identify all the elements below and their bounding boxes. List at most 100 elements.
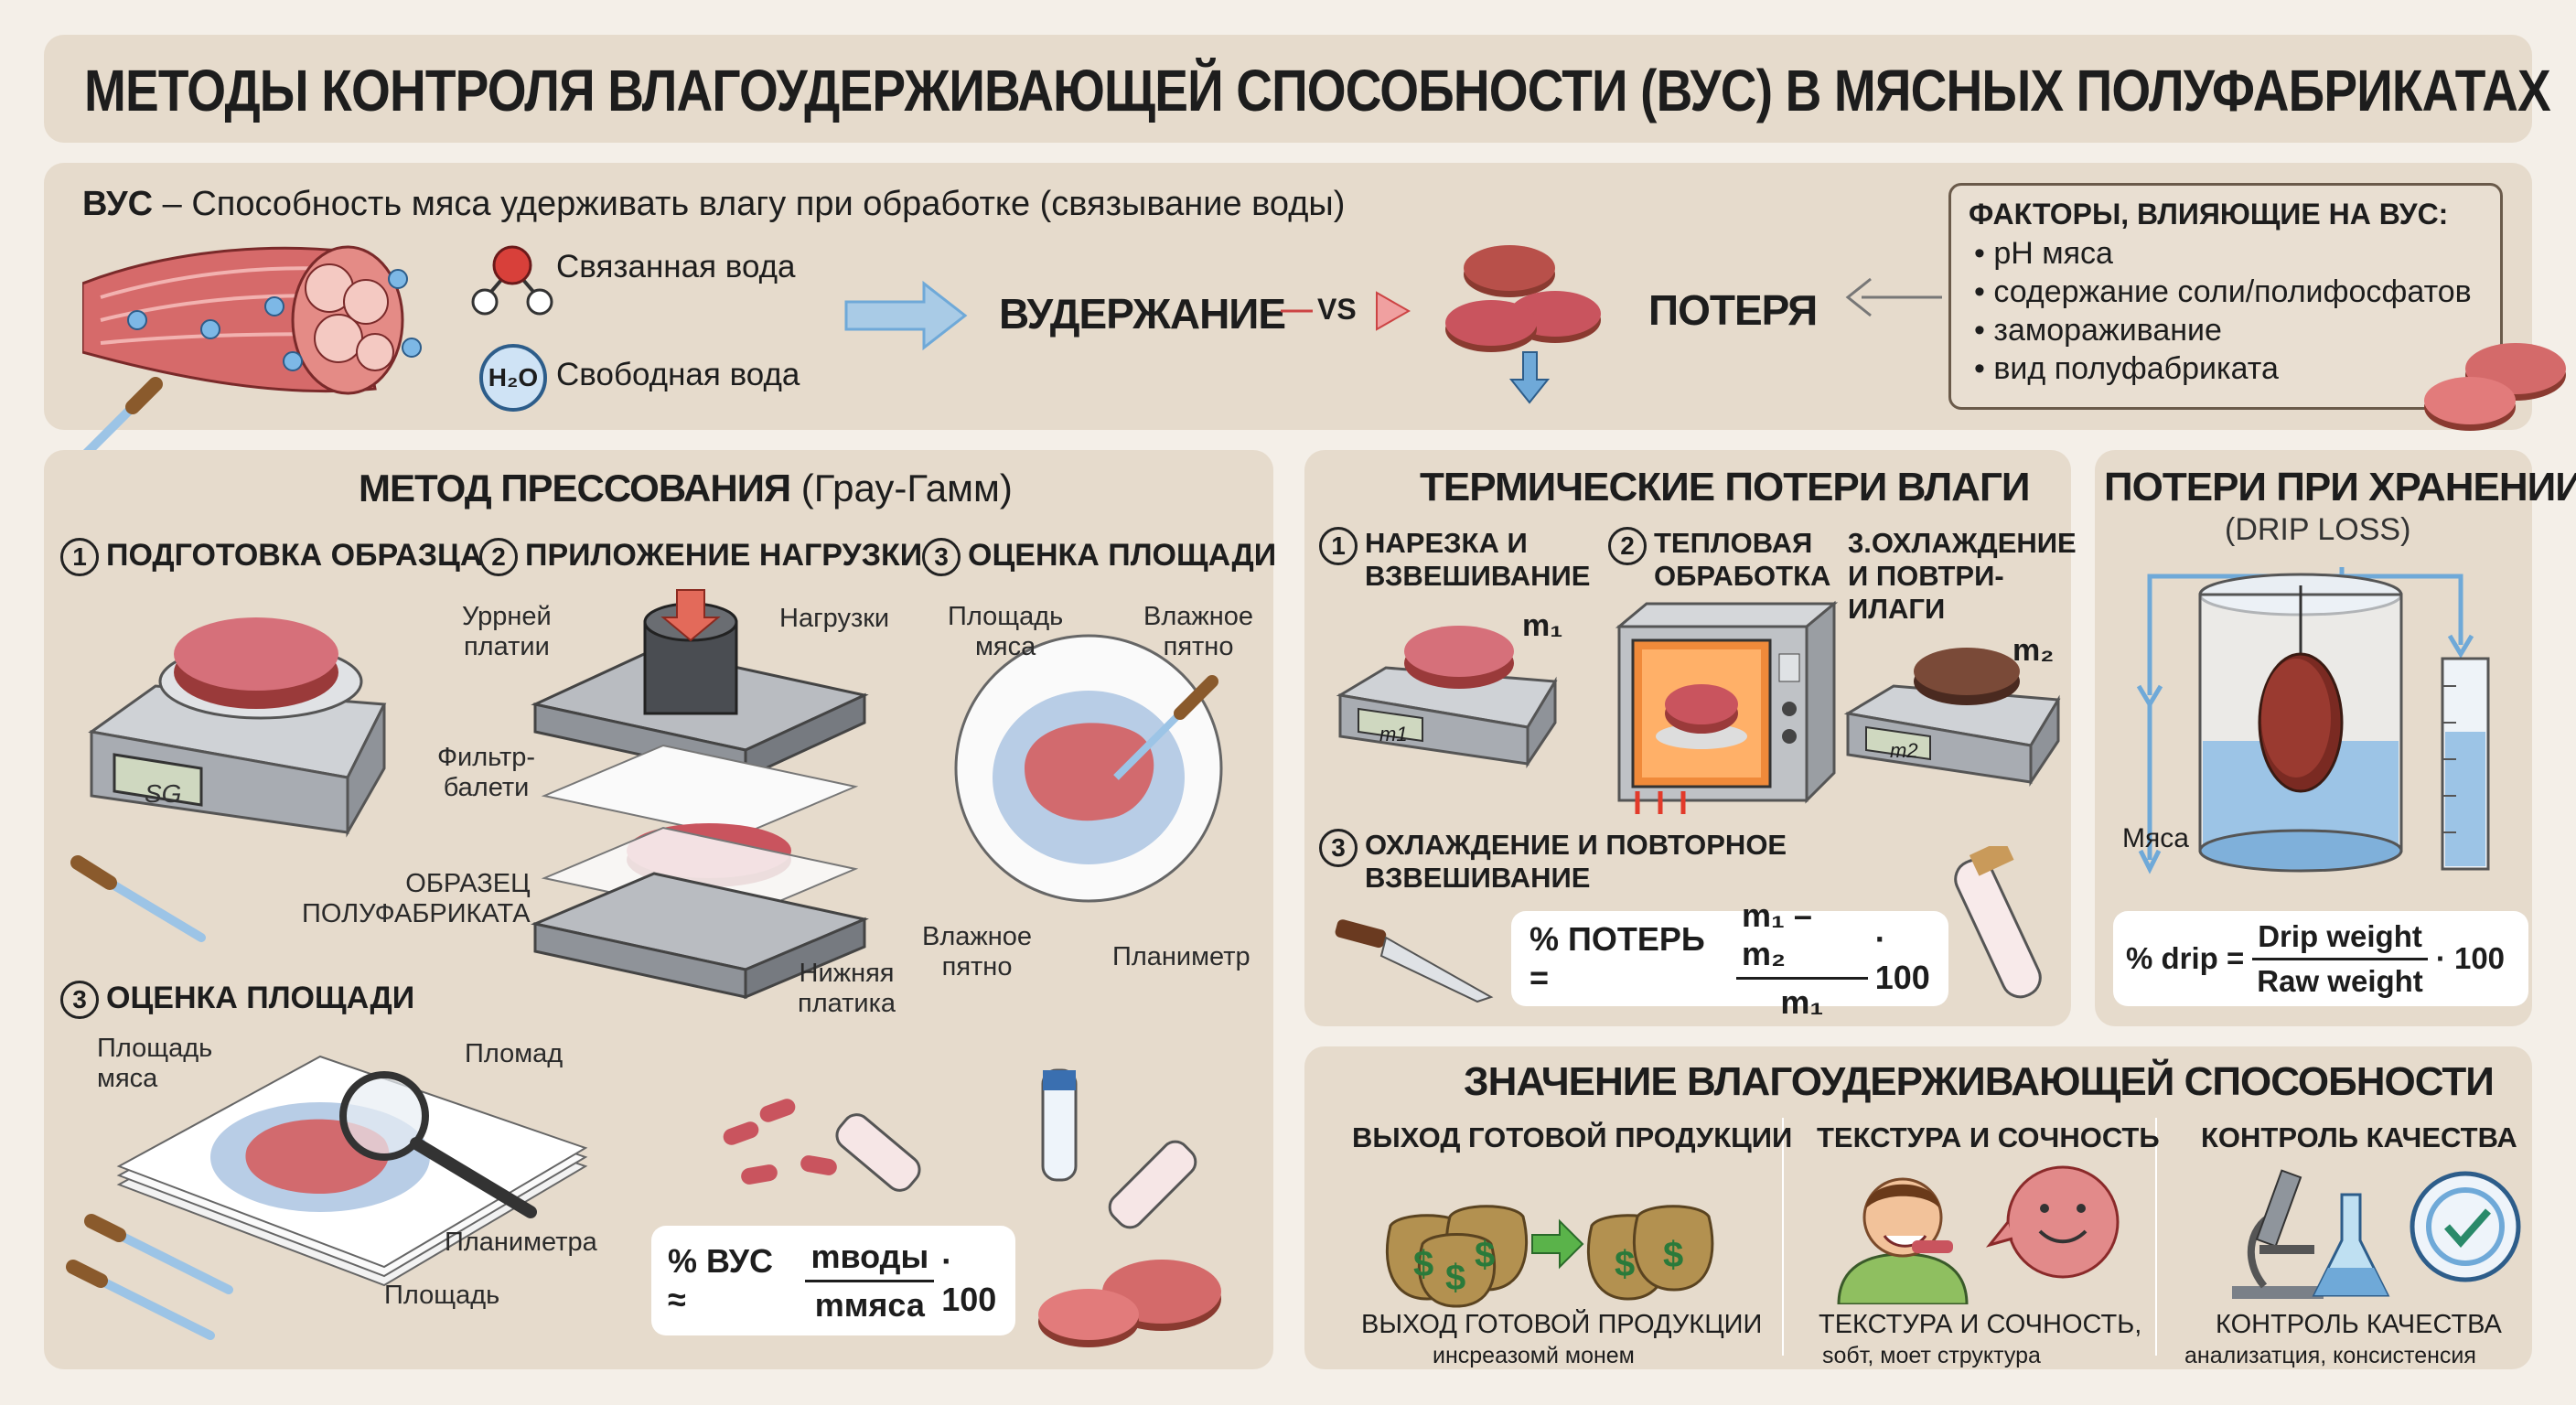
knife-icon <box>1335 919 1494 1003</box>
muscle-fiber-illustration <box>82 245 422 395</box>
definition: ВУС – Способность мяса удерживать влагу … <box>82 185 1345 224</box>
filter-label: Фильтр- балети <box>437 743 536 803</box>
bound-water-label: Связанная вода <box>556 249 796 284</box>
yield-subcaption: инсреазомй монем <box>1433 1343 1635 1368</box>
svg-text:$: $ <box>1615 1244 1635 1284</box>
meat-patties-icon <box>1445 245 1601 404</box>
microwave-oven <box>1615 600 1839 814</box>
definition-term: ВУС <box>82 185 154 223</box>
filter-paper-spot <box>954 634 1223 903</box>
step-label: ОЦЕНКА ПЛОЩАДИ <box>968 538 1277 573</box>
vs-arrows-icon <box>1281 291 1411 331</box>
quality-caption: КОНТРОЛЬ КАЧЕСТВА <box>2216 1310 2502 1339</box>
step-number: 1 <box>60 538 99 576</box>
texture-title: ТЕКСТУРА И СОЧНОСТЬ <box>1817 1121 2160 1153</box>
meat-area-label: Площадь мяса <box>948 602 1064 662</box>
dropper-icon <box>70 855 206 942</box>
person-eating-icon <box>1837 1165 2120 1304</box>
sample-label: ОБРАЗЕЦ ПОЛУФАБРИКАТА <box>302 869 531 929</box>
divider <box>1782 1118 1784 1356</box>
factor-item: • замораживание <box>1974 313 2222 348</box>
press-title-rest: (Грау-Гамм) <box>800 467 1013 509</box>
wet-spot-label-2: Влажное пятно <box>922 922 1033 982</box>
quality-title: КОНТРОЛЬ КАЧЕСТВА <box>2201 1121 2517 1153</box>
title-banner <box>44 35 2532 143</box>
step-label: ПРИЛОЖЕНИЕ НАГРУЗКИ <box>525 538 923 573</box>
factor-item: • вид полуфабриката <box>1974 351 2279 386</box>
factor-item: • содержание соли/полифосфатов <box>1974 274 2472 309</box>
press-title-bold: МЕТОД ПРЕССОВАНИЯ <box>359 467 791 509</box>
step-number: 1 <box>1319 527 1358 565</box>
h2o-badge: H₂O <box>479 344 547 412</box>
thermal-title: ТЕРМИЧЕСКИЕ ПОТЕРИ ВЛАГИ <box>1420 465 2031 509</box>
planimetra-label: Планиметра <box>445 1228 597 1257</box>
thermal-step-3: 3.ОХЛАЖДЕНИЕ И ПОВТРИ- ИЛАГИ <box>1848 527 2077 625</box>
scale-m1-display: m1 <box>1379 723 1408 745</box>
planimeter-label: Планиметр <box>1112 942 1250 971</box>
factor-item: • pH мяса <box>1974 236 2113 271</box>
svg-text:$: $ <box>1413 1244 1433 1284</box>
scale-m1 <box>1336 626 1558 768</box>
scale-with-sample <box>88 617 387 838</box>
retention-label: ВУДЕРЖАНИЕ <box>999 290 1286 338</box>
formula-denominator: mмяса <box>814 1285 925 1324</box>
m1-label: m₁ <box>1522 608 1563 643</box>
drip-loss-apparatus <box>2136 567 2490 874</box>
meat-slices-icon <box>2424 343 2566 431</box>
lower-plate-label: Нижняя платика <box>798 959 896 1019</box>
area-label: Площадь <box>384 1281 500 1310</box>
step-number: 2 <box>1608 527 1647 565</box>
factors-box <box>1948 183 2503 410</box>
press-apparatus <box>531 589 869 1000</box>
upper-plate-label: Уррней платии <box>462 602 552 662</box>
microscope-check-icon <box>2232 1169 2521 1299</box>
step-number: 2 <box>479 538 518 576</box>
page-title: МЕТОДЫ КОНТРОЛЯ ВЛАГОУДЕРЖИВАЮЩЕЙ СПОСОБ… <box>84 58 2551 123</box>
formula-left: % ПОТЕРЬ = <box>1530 920 1705 996</box>
plomad-label: Пломад <box>465 1039 564 1068</box>
texture-subcaption: soбт, моет структура <box>1822 1343 2041 1368</box>
formula-right: · 100 <box>941 1242 997 1318</box>
yield-caption: ВЫХОД ГОТОВОЙ ПРОДУКЦИИ <box>1361 1310 1763 1339</box>
step-number: 3 <box>60 981 99 1019</box>
press-title: МЕТОД ПРЕССОВАНИЯ (Грау-Гамм) <box>359 467 1013 510</box>
scale-m2-display: m2 <box>1890 739 1918 762</box>
step-label: ПОДГОТОВКА ОБРАЗЦА <box>106 538 483 573</box>
scale-m2 <box>1843 648 2061 787</box>
vs-label: VS <box>1317 293 1357 326</box>
money-bags-icon: $$$ $$ <box>1385 1205 1714 1308</box>
step-label: ОЦЕНКА ПЛОЩАДИ <box>106 981 415 1015</box>
storage-title: ПОТЕРИ ПРИ ХРАНЕНИИ <box>2104 465 2576 509</box>
importance-title: ЗНАЧЕНИЕ ВЛАГОУДЕРЖИВАЮЩЕЙ СПОСОБНОСТИ <box>1464 1059 2495 1104</box>
formula-numerator: Drip weight <box>2252 919 2428 960</box>
test-tube-icon <box>1954 846 2042 999</box>
loss-label: ПОТЕРЯ <box>1648 286 1818 334</box>
factors-title: ФАКТОРЫ, ВЛИЯЮЩИЕ НА ВУС: <box>1969 198 2449 231</box>
definition-text: – Способность мяса удерживать влагу при … <box>162 185 1346 223</box>
formula-left: % drip = <box>2126 941 2245 975</box>
paper-stack-magnifier <box>116 1055 588 1287</box>
load-label: Нагрузки <box>779 604 890 633</box>
svg-text:$: $ <box>1663 1235 1683 1275</box>
water-molecule-icon <box>471 245 553 316</box>
step-number: 3 <box>922 538 961 576</box>
droppers-icon <box>66 1214 233 1340</box>
scale-display: SG <box>145 779 182 808</box>
free-water-label: Свободная вода <box>556 357 800 392</box>
formula-right: · 100 <box>1874 920 1930 996</box>
divider <box>2155 1118 2157 1356</box>
formula-right: · 100 <box>2435 941 2506 975</box>
formula-numerator: m₁ – m₂ <box>1735 896 1868 980</box>
formula-denominator: Raw weight <box>2257 963 2423 998</box>
formula-denominator: m₁ <box>1780 982 1824 1021</box>
